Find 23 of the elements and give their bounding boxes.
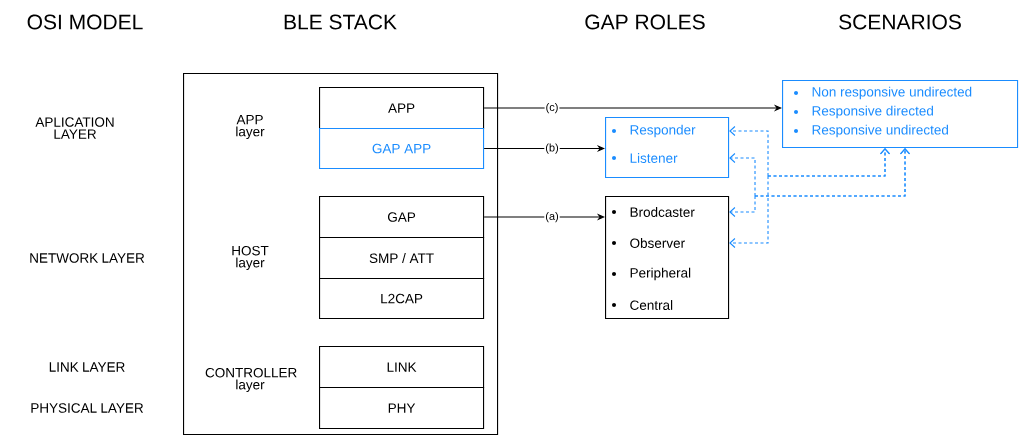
layer-name: LINK LAYER bbox=[49, 362, 125, 372]
scenario-list-box: Non responsive undirected Responsive directed Responsive undirected bbox=[782, 80, 1019, 149]
layer-name: PHYSICAL LAYER bbox=[31, 403, 144, 413]
stack-layer-box: PHY bbox=[319, 387, 485, 430]
stack-layer-box: GAP APP bbox=[319, 128, 485, 170]
role-list-box: Brodcaster Observer Peripheral Central bbox=[605, 196, 730, 320]
layer-name: APLICATION LAYER bbox=[35, 117, 114, 139]
edge-label: (a) bbox=[544, 210, 560, 224]
edge-label: (c) bbox=[544, 101, 560, 115]
stack-layer-box: LINK bbox=[319, 346, 485, 389]
column-heading: OSI MODEL bbox=[27, 14, 143, 30]
column-heading: GAP ROLES bbox=[585, 14, 705, 30]
dashed-arrow bbox=[729, 125, 891, 249]
dashed-arrow bbox=[729, 148, 911, 218]
column-heading: SCENARIOS bbox=[839, 14, 961, 30]
edge-label: (b) bbox=[544, 142, 560, 155]
role-list-box: Responder Listener bbox=[605, 117, 730, 179]
stack-layer-box: SMP / ATT bbox=[319, 237, 485, 280]
stack-layer-box: GAP bbox=[319, 196, 485, 239]
stack-layer-box: L2CAP bbox=[319, 278, 485, 320]
column-heading: BLE STACK bbox=[284, 14, 397, 30]
layer-name: NETWORK LAYER bbox=[30, 253, 145, 263]
stack-layer-box: APP bbox=[319, 87, 485, 130]
